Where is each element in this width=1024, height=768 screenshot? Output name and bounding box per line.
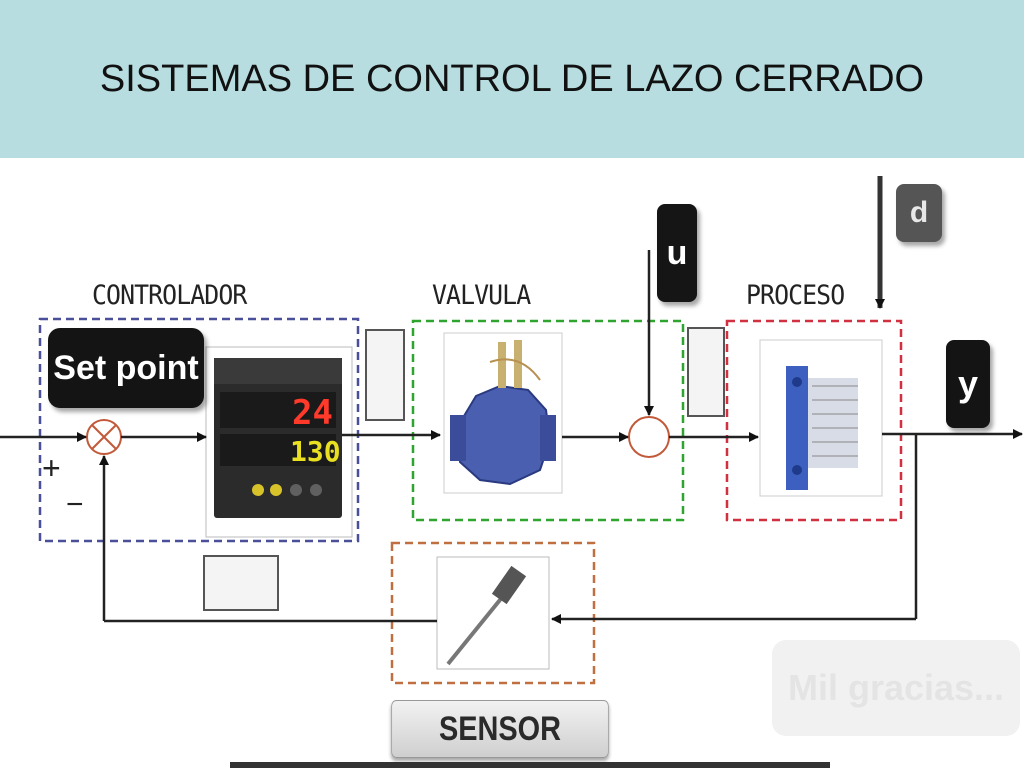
setpoint-tag: Set point — [48, 328, 204, 408]
minus-sign: − — [66, 488, 84, 521]
plus-sign: + — [42, 450, 61, 486]
placeholder-box-3 — [203, 555, 279, 611]
controlador-frame — [38, 317, 360, 543]
sensor-button[interactable]: SENSOR — [391, 700, 609, 758]
placeholder-box-1 — [365, 329, 405, 421]
heat-exchanger-image — [759, 339, 883, 497]
placeholder-box-2 — [687, 327, 725, 417]
controller-bottom-value: 130 — [290, 435, 341, 468]
title-banner — [0, 0, 1024, 158]
valve-image — [443, 332, 563, 494]
temperature-controller-image — [205, 346, 353, 538]
closed-loop-diagram: 24 130 — [0, 176, 1023, 685]
valvula-frame — [411, 319, 685, 522]
y-output-tag: y — [946, 340, 990, 428]
d-disturbance-tag: d — [896, 184, 942, 242]
valvula-label: VALVULA — [432, 280, 531, 311]
slide-title: SISTEMAS DE CONTROL DE LAZO CERRADO — [99, 58, 925, 100]
proceso-frame — [725, 319, 903, 522]
proceso-label: PROCESO — [746, 280, 845, 311]
sensor-frame — [390, 541, 596, 685]
u-input-tag: u — [657, 204, 697, 302]
summing-junction-controller — [86, 419, 122, 455]
summing-junction-u — [628, 416, 670, 458]
watermark-text: Mil gracias... — [772, 640, 1020, 736]
sensor-probe-image — [436, 556, 550, 670]
controller-top-value: 24 — [292, 393, 333, 433]
bottom-divider — [230, 762, 830, 768]
controlador-label: CONTROLADOR — [92, 280, 247, 311]
